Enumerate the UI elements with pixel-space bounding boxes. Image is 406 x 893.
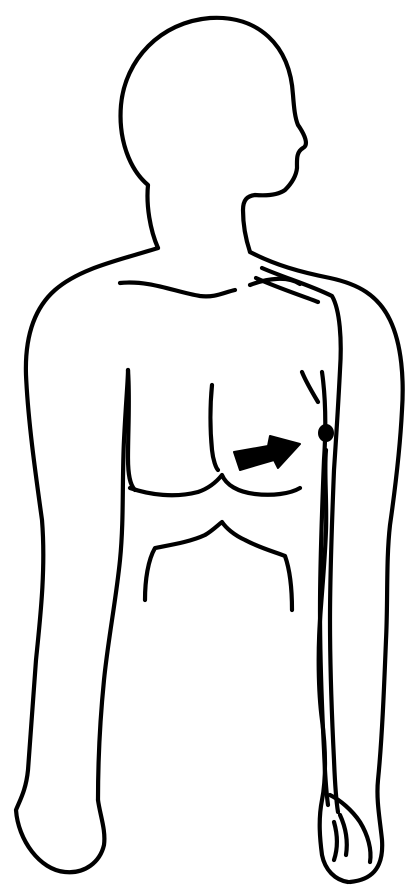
head-outline (121, 18, 306, 252)
torso-right-side (302, 372, 318, 402)
rib-line (130, 475, 300, 495)
sternum-line (211, 385, 219, 470)
left-arm-inner (98, 370, 128, 800)
collar-line (120, 283, 235, 297)
tube-line-inner (256, 278, 328, 805)
abdomen-contour (145, 522, 292, 610)
dot-marker (319, 425, 333, 441)
arrow-pointer (234, 436, 300, 470)
left-arm-outer (16, 248, 158, 872)
tube-line-outer (262, 268, 341, 812)
torso-left-side (128, 370, 135, 490)
